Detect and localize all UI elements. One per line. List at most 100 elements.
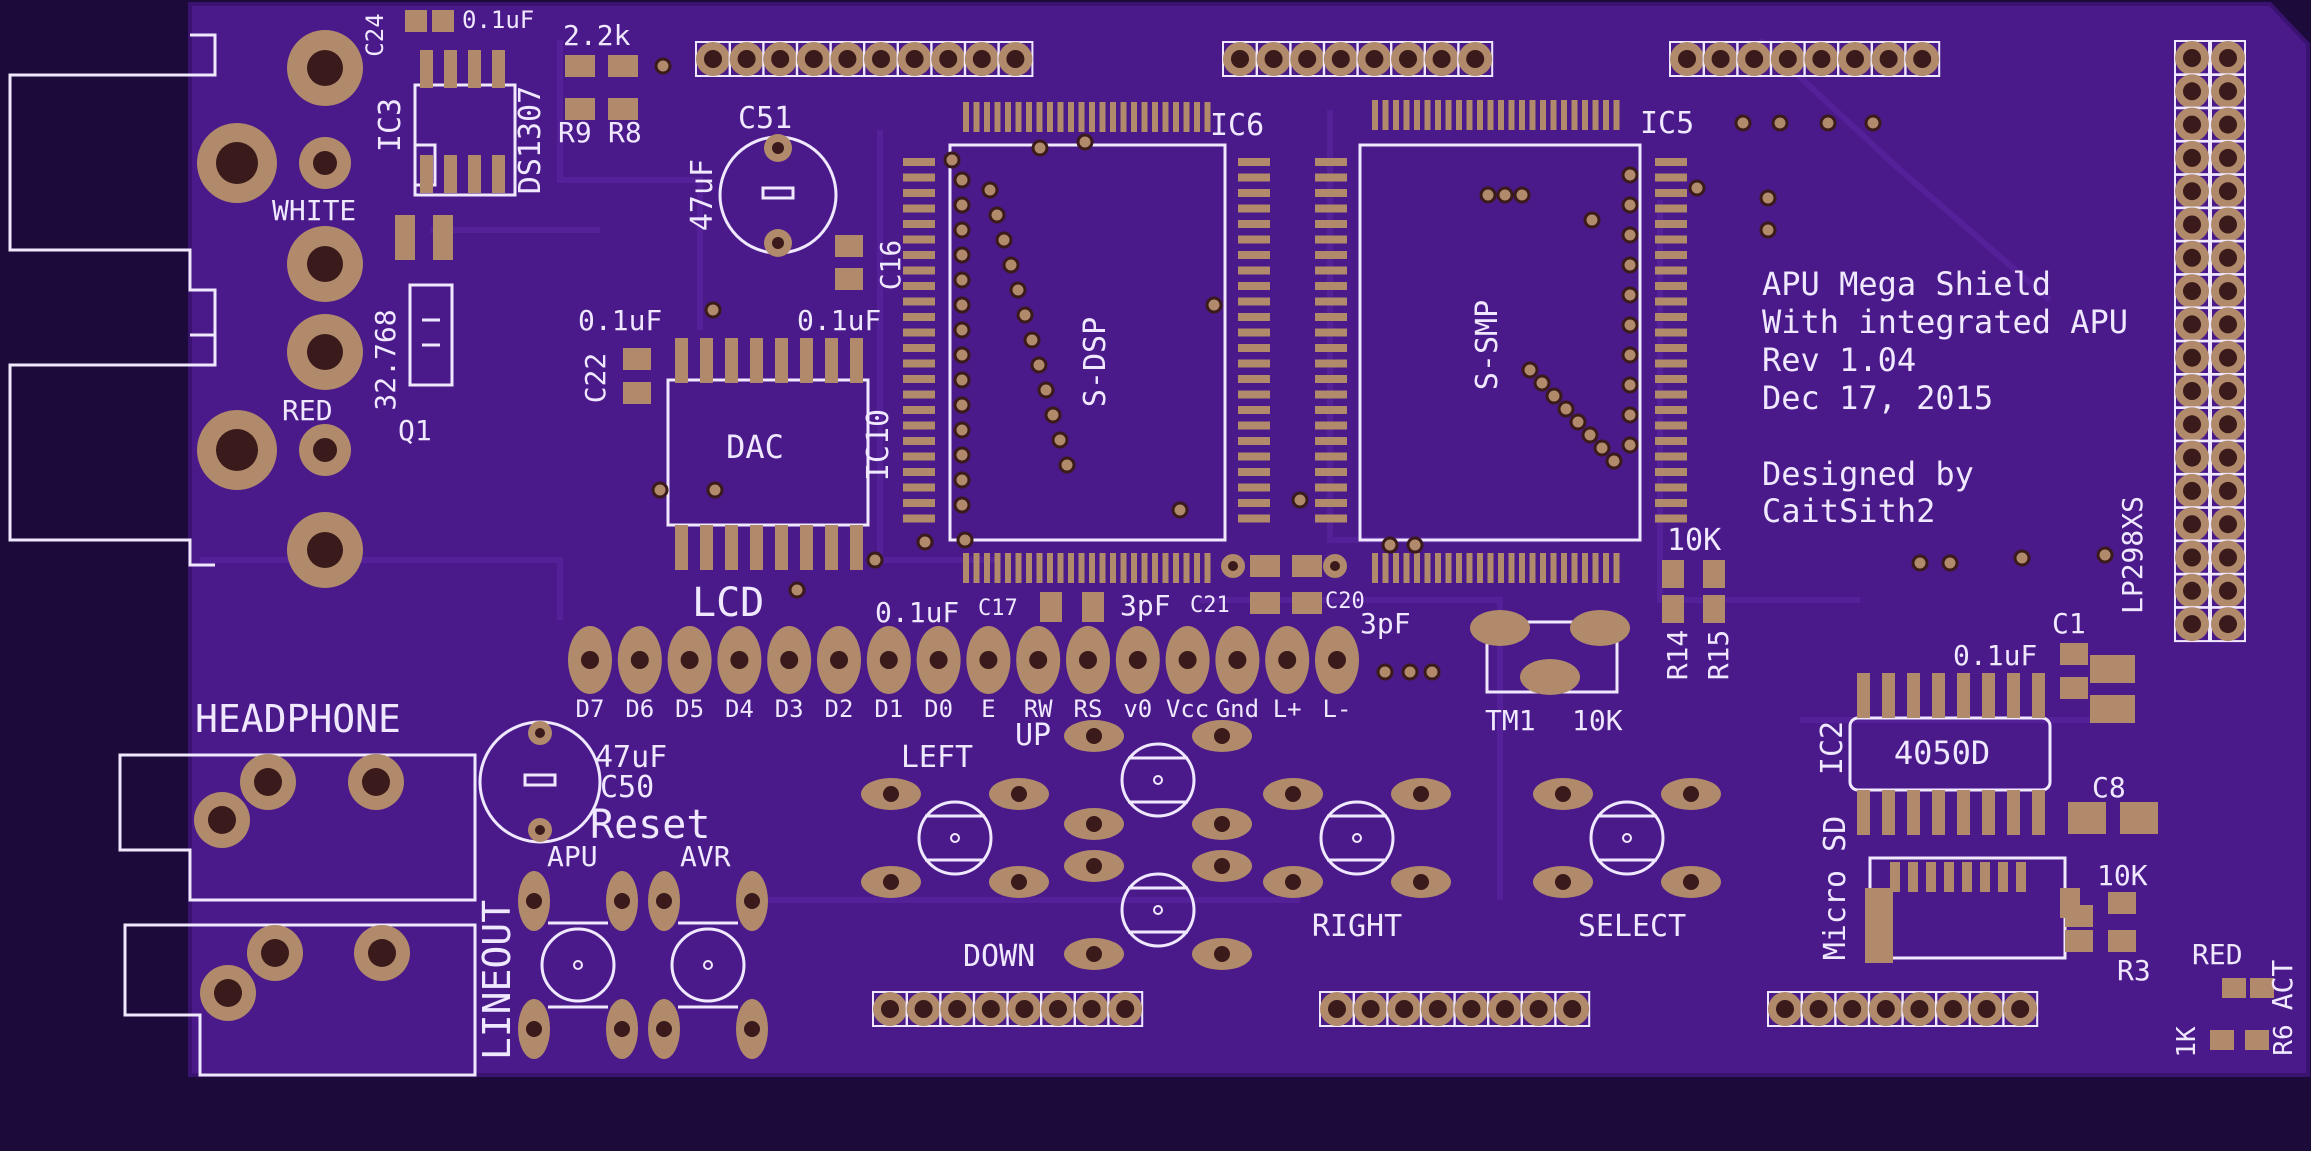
via [1605,452,1623,470]
lcd-pad-hole [730,651,749,669]
header-side-pin-hole [2219,615,2237,634]
header-bottom-right-pin-hole [1944,1000,1962,1018]
smd-pad [903,406,935,414]
c21-value: 3pF [1120,589,1171,622]
smd-pad [2032,790,2045,835]
smd-pad [1238,452,1270,461]
lcd-pad-hole [979,651,998,669]
header-top-right-pin-hole [1778,50,1797,68]
smd-pad [1926,862,1936,892]
smd-pad [1655,189,1687,197]
smd-pad [1250,592,1280,614]
smd-pad [1550,553,1557,583]
smd-pad [1238,266,1270,275]
via [1009,281,1027,299]
r3-label: R3 [2117,954,2151,987]
smd-pad [750,338,763,383]
smd-pad [775,338,788,383]
smd-pad [1315,204,1347,213]
smd-pad [1068,102,1074,132]
smd-pad [1315,173,1347,182]
header-side-pin-hole [2219,415,2237,434]
smd-pad [1005,102,1011,132]
header-side-pin-hole [2183,481,2201,500]
smd-pad [1382,100,1389,130]
via [1583,211,1601,229]
via [1621,256,1639,274]
via [1016,306,1034,324]
lcd-pad-hole [830,651,848,669]
r14-label: R14 [1661,630,1694,681]
left-button-pad-hole [1011,874,1027,890]
smd-pad [1655,328,1687,337]
via [953,421,971,439]
smd-pad [1315,297,1347,306]
smd-pad [1655,158,1687,166]
lcd-pad-hole [1228,651,1247,669]
smd-pad [1238,158,1270,166]
lcd-pad-hole [1178,651,1197,669]
header-side-pin-hole [2219,481,2237,500]
via [1381,536,1399,554]
via [1581,426,1599,444]
avr-reset-button-pad-hole [656,1021,672,1037]
smd-pad [800,338,813,383]
smd-pad [1036,102,1043,132]
smd-pad [2090,695,2135,723]
header-bottom-middle-pin-hole [1328,1000,1346,1018]
smd-pad [2016,862,2026,892]
tm1-label: TM1 [1485,704,1536,737]
smd-pad [675,525,688,570]
right-button-cap [1319,800,1395,876]
smd-pad [1315,328,1347,337]
smd-pad [1315,499,1347,507]
via [1023,331,1041,349]
audio-jack-pad-hole [254,768,282,796]
c16-value: 0.1uF [797,304,881,337]
smd-pad [1099,553,1106,583]
smd-pad [994,102,1001,132]
via [1044,406,1062,424]
smd-pad [1655,437,1687,445]
ic5-label: IC5 [1640,106,1694,141]
smd-pad [1487,100,1494,130]
smd-pad [1655,499,1687,507]
smd-pad [433,215,453,260]
smd-pad [1456,100,1462,130]
lcd-pin-label: L+ [1273,695,1302,723]
smd-pad [1890,862,1900,892]
smd-pad [1498,553,1504,583]
apu-reset-button-pad-hole [614,1021,630,1037]
smd-pad [2108,892,2136,914]
smd-pad [903,220,935,228]
smd-pad [1456,553,1462,583]
smd-pad [1089,553,1095,583]
via [1771,114,1789,132]
smd-pad [468,155,481,193]
header-side-pin-hole [2219,182,2237,201]
smd-pad [1424,553,1431,583]
via [953,396,971,414]
smd-pad [1131,102,1137,132]
rca-pad-hole [313,438,337,462]
header-top-left-pin-hole [737,50,756,68]
crystal-value: 32.768 [369,309,402,410]
smd-pad [1582,100,1588,130]
via [1171,501,1189,519]
smd-pad [1315,514,1347,523]
smd-pad [405,10,427,32]
left-button-pad-hole [883,874,899,890]
smd-pad [2120,802,2158,834]
header-side-pin-hole [2219,448,2237,467]
smd-pad [2032,673,2045,718]
smd-pad [1592,100,1599,130]
header-top-middle-pin-hole [1331,50,1350,68]
smd-pad [565,98,595,120]
via [654,57,672,75]
smd-pad [903,158,935,166]
smd-pad [2060,677,2088,699]
c50-pad-hole [535,728,545,738]
c21-via-hole [1228,561,1238,571]
micro-sd-label: Micro SD [1818,816,1853,961]
smd-pad [1487,553,1494,583]
